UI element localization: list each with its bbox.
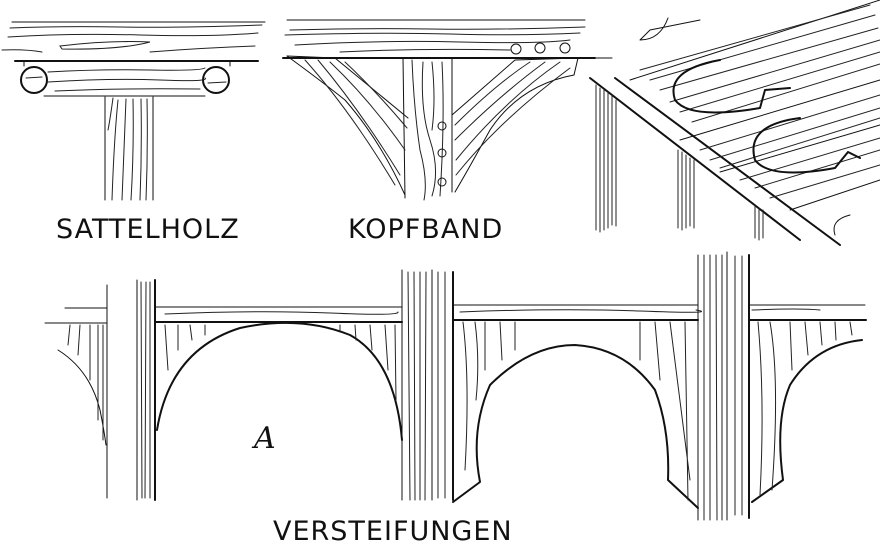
brace-marker-a: A bbox=[251, 421, 276, 456]
versteifung-post-3 bbox=[401, 269, 454, 501]
kopfband-right-brace bbox=[451, 57, 579, 193]
perspective-boards bbox=[629, 0, 880, 211]
sattelholz-panel: SATTELHOLZ bbox=[1, 21, 266, 245]
perspective-posts bbox=[595, 84, 764, 241]
perspective-cutout-2 bbox=[752, 117, 861, 174]
kopfband-left-brace bbox=[286, 55, 409, 196]
versteifung-post-4 bbox=[697, 251, 750, 521]
perspective-cutout-1 bbox=[672, 59, 791, 114]
perspective-cutout-top bbox=[639, 17, 701, 41]
sattelholz-label: SATTELHOLZ bbox=[56, 214, 240, 245]
sattelholz-beam bbox=[1, 21, 266, 62]
versteifungen-panel: A VER bbox=[44, 251, 867, 547]
versteifung-post-2 bbox=[136, 279, 156, 501]
perspective-panel bbox=[589, 0, 880, 246]
kopfband-beam bbox=[282, 19, 596, 59]
versteifung-post-1 bbox=[44, 284, 108, 499]
versteifung-brace-c bbox=[748, 304, 867, 503]
versteifung-brace-a: A bbox=[154, 306, 403, 456]
versteifungen-label: VERSTEIFUNGEN bbox=[273, 516, 513, 547]
kopfband-label: KOPFBAND bbox=[348, 214, 503, 245]
kopfband-post bbox=[402, 57, 453, 201]
sattelholz-saddle bbox=[20, 61, 231, 97]
perspective-cutout-bottom bbox=[833, 214, 851, 236]
kopfband-panel: KOPFBAND bbox=[282, 19, 596, 245]
sattelholz-post bbox=[104, 96, 154, 201]
versteifung-brace-b bbox=[452, 304, 702, 509]
